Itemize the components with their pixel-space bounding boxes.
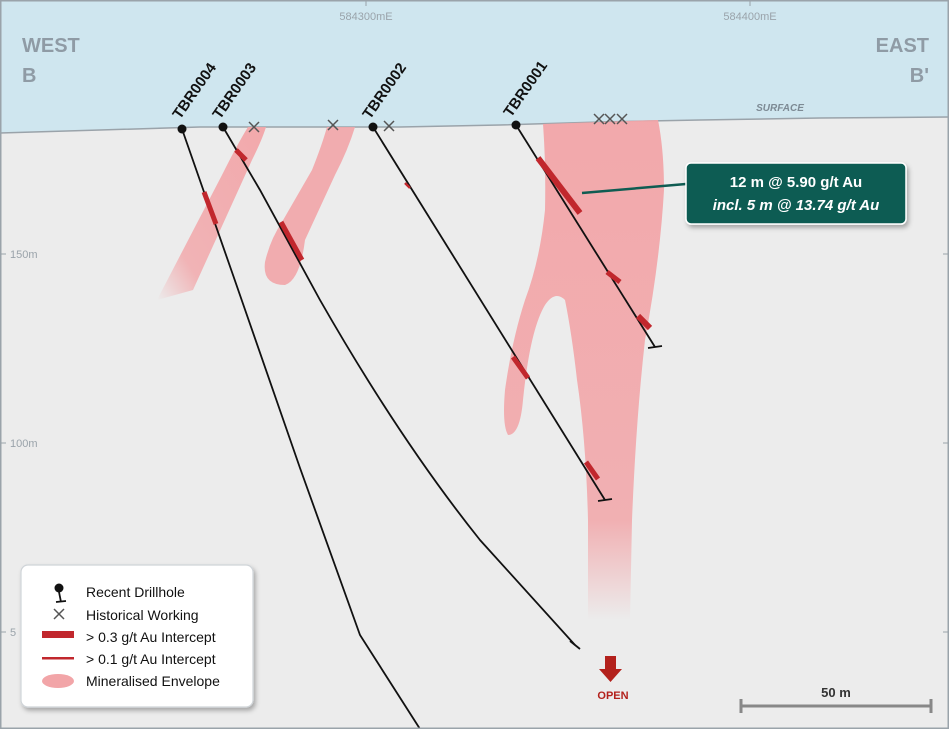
east-label: EAST (876, 35, 929, 57)
callout-leader (581, 182, 687, 195)
drillhole-collar (511, 120, 521, 130)
drillhole-trace-tbr0003 (222, 126, 576, 646)
end-of-hole-tick (647, 345, 663, 349)
mineralised-envelope-central (264, 127, 355, 285)
intercept-tbr0003 (234, 148, 248, 162)
historical-working-icon (248, 113, 628, 133)
intercept-tbr0001 (635, 313, 653, 331)
intercept-tbr0002 (510, 355, 531, 380)
callout-line-2: incl. 5 m @ 13.74 g/t Au (713, 197, 880, 214)
easting-label: 584400mE (723, 11, 776, 23)
legend-box (20, 564, 254, 708)
easting-label: 584300mE (339, 11, 392, 23)
intercept-tbr0004 (201, 191, 219, 225)
intercept-tbr0002 (583, 460, 601, 481)
historical-working-icon (53, 608, 65, 620)
callout-box (685, 162, 907, 225)
west-label: WEST (22, 35, 80, 57)
drillhole-trace-tbr0002 (372, 126, 606, 501)
legend-label-intercept-01: > 0.1 g/t Au Intercept (86, 651, 216, 667)
drillhole-trace-tbr0004 (181, 128, 421, 729)
end-of-hole-tick (597, 498, 613, 502)
surface-label: SURFACE (756, 103, 804, 114)
scale-bar-label: 50 m (821, 685, 851, 700)
open-label: OPEN (597, 690, 628, 702)
legend-label-historical-working: Historical Working (86, 607, 199, 623)
west-section-letter: B (22, 65, 36, 87)
drillhole-collar (177, 124, 187, 134)
elevation-label: 100m (10, 438, 38, 450)
mineralised-envelope-east (504, 120, 664, 620)
east-section-letter: B' (910, 65, 929, 87)
elevation-label: 150m (10, 249, 38, 261)
intercept-tbr0003 (278, 220, 305, 262)
gold-intercepts (201, 148, 653, 481)
sky-area (0, 0, 949, 133)
drillhole-collar (368, 122, 378, 132)
intercept-03-swatch (42, 631, 74, 638)
legend: Recent Drillhole Historical Working > 0.… (20, 564, 254, 708)
legend-label-envelope: Mineralised Envelope (86, 673, 220, 689)
intercept-tbr0001 (605, 270, 622, 284)
intercept-callout: 12 m @ 5.90 g/t Au incl. 5 m @ 13.74 g/t… (581, 162, 907, 225)
drillhole-collar (218, 122, 228, 132)
intercept-tbr0001-main (535, 156, 583, 215)
elevation-label: 5 (10, 627, 16, 639)
end-of-hole-tick (569, 640, 581, 650)
open-arrow-icon (599, 656, 622, 682)
recent-drillhole-icon (54, 583, 67, 603)
legend-label-intercept-03: > 0.3 g/t Au Intercept (86, 629, 216, 645)
callout-line-1: 12 m @ 5.90 g/t Au (730, 174, 862, 191)
intercept-tbr0002 (404, 182, 411, 189)
envelope-swatch (42, 674, 74, 688)
legend-label-recent-drillhole: Recent Drillhole (86, 584, 185, 600)
intercept-01-swatch (42, 657, 74, 660)
scale-bar: 50 m (739, 685, 933, 713)
surface-line (0, 116, 949, 134)
